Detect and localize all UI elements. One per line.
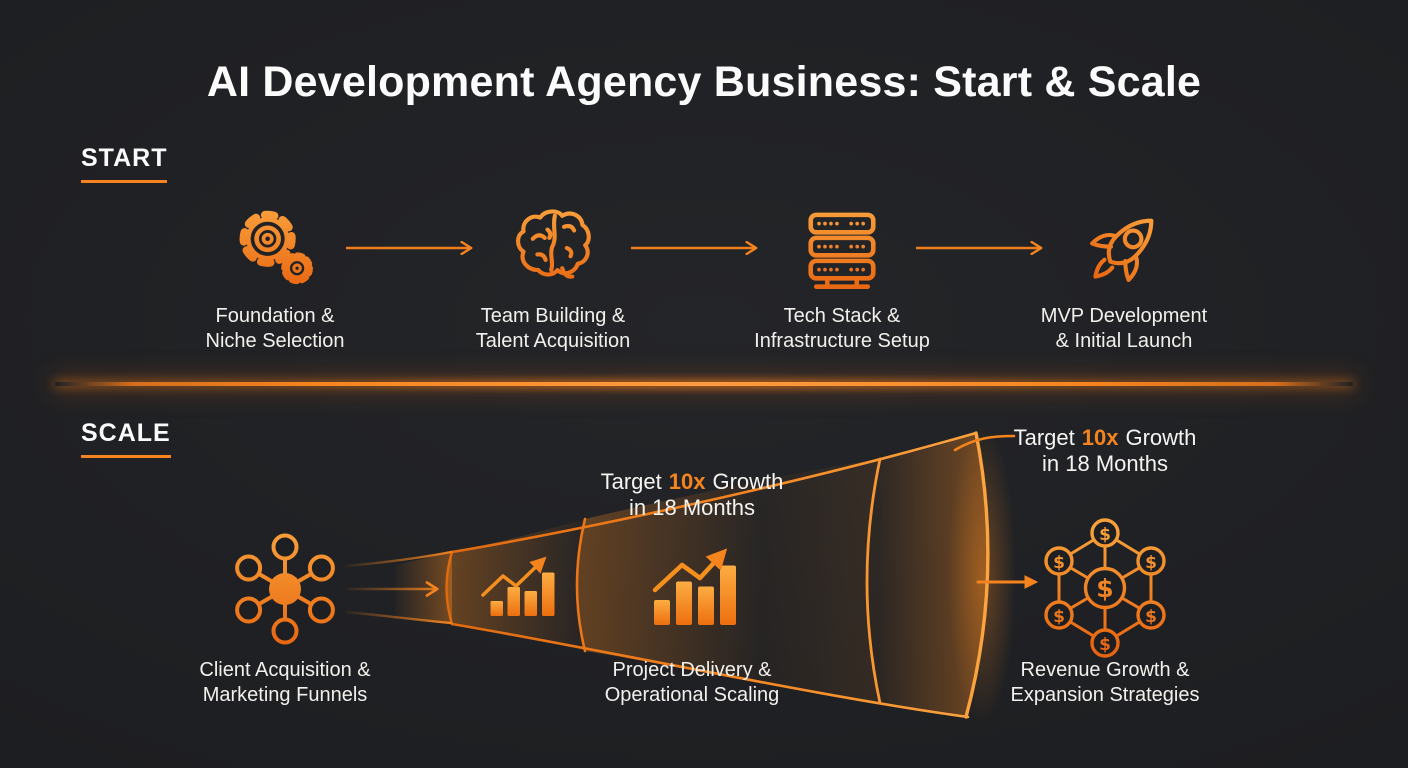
funnel-inflow-lines	[344, 550, 453, 625]
label-revenue-growth: Revenue Growth & Expansion Strategies	[945, 658, 1265, 708]
target-prefix: Target	[600, 469, 662, 494]
step-label: Tech Stack & Infrastructure Setup	[722, 304, 962, 354]
node-label-line1: Client Acquisition &	[199, 659, 371, 681]
rocket-icon	[1090, 218, 1154, 282]
arrow-right-icon	[631, 240, 758, 256]
step-label-line2: & Initial Launch	[1055, 330, 1193, 352]
step-label-line1: MVP Development	[1040, 305, 1208, 327]
target-suffix: Growth	[1125, 425, 1197, 450]
funnel-body	[395, 425, 1016, 725]
svg-text:$: $	[1145, 607, 1157, 627]
step-label-line2: Infrastructure Setup	[754, 330, 930, 352]
step-label-line1: Tech Stack &	[783, 305, 901, 327]
bar-chart-icon	[652, 548, 736, 625]
step-label-line2: Talent Acquisition	[475, 330, 631, 352]
svg-text:$: $	[1053, 607, 1065, 627]
svg-text:$: $	[1099, 525, 1111, 545]
bar-chart-small-icon	[481, 556, 555, 616]
node-label-line2: Expansion Strategies	[1010, 684, 1200, 706]
node-label-line2: Marketing Funnels	[202, 684, 368, 706]
page-title: AI Development Agency Business: Start & …	[206, 58, 1202, 106]
step-label: Team Building & Talent Acquisition	[433, 304, 673, 354]
divider-line	[55, 382, 1353, 386]
target-growth-mid: Target 10x Growth in 18 Months	[532, 469, 852, 521]
target-growth-right: Target 10x Growth in 18 Months	[945, 425, 1265, 477]
target-line1: Target 10x Growth	[532, 469, 852, 495]
network-hub-icon	[235, 533, 335, 645]
step-label-line1: Team Building &	[480, 305, 626, 327]
svg-text:$: $	[1099, 635, 1111, 655]
node-label-line1: Revenue Growth &	[1020, 659, 1190, 681]
step-team: Team Building & Talent Acquisition	[433, 202, 673, 354]
svg-text:$: $	[1145, 553, 1157, 573]
step-mvp: MVP Development & Initial Launch	[1004, 202, 1244, 354]
target-prefix: Target	[1013, 425, 1075, 450]
node-label-line1: Project Delivery &	[612, 659, 772, 681]
step-label-line1: Foundation &	[215, 305, 335, 327]
step-foundation: Foundation & Niche Selection	[155, 202, 395, 354]
step-label-line2: Niche Selection	[205, 330, 345, 352]
target-highlight: 10x	[668, 469, 706, 494]
svg-text:$: $	[1053, 553, 1065, 573]
target-line2: in 18 Months	[1042, 451, 1168, 476]
node-label-line2: Operational Scaling	[604, 684, 780, 706]
callout-line	[953, 434, 1016, 452]
target-line2: in 18 Months	[629, 495, 755, 520]
gear-icon	[239, 210, 313, 285]
scale-funnel-graphic: $ $ $ $ $ $ $	[235, 425, 1166, 725]
step-label: MVP Development & Initial Launch	[1004, 304, 1244, 354]
arrow-right-icon	[916, 240, 1043, 256]
label-client-acquisition: Client Acquisition & Marketing Funnels	[125, 658, 445, 708]
start-section-label: START	[81, 144, 168, 183]
server-stack-icon	[808, 212, 876, 289]
funnel-outline	[445, 431, 990, 719]
svg-text:$: $	[1096, 574, 1113, 603]
target-line1: Target 10x Growth	[945, 425, 1265, 451]
label-project-delivery: Project Delivery & Operational Scaling	[532, 658, 852, 708]
step-techstack: Tech Stack & Infrastructure Setup	[722, 202, 962, 354]
target-highlight: 10x	[1081, 425, 1119, 450]
arrow-right-icon	[346, 240, 473, 256]
step-label: Foundation & Niche Selection	[155, 304, 395, 354]
scale-section-label: SCALE	[81, 419, 171, 458]
money-network-icon: $ $ $ $ $ $ $	[1044, 518, 1166, 658]
target-suffix: Growth	[712, 469, 784, 494]
brain-icon	[515, 209, 591, 279]
